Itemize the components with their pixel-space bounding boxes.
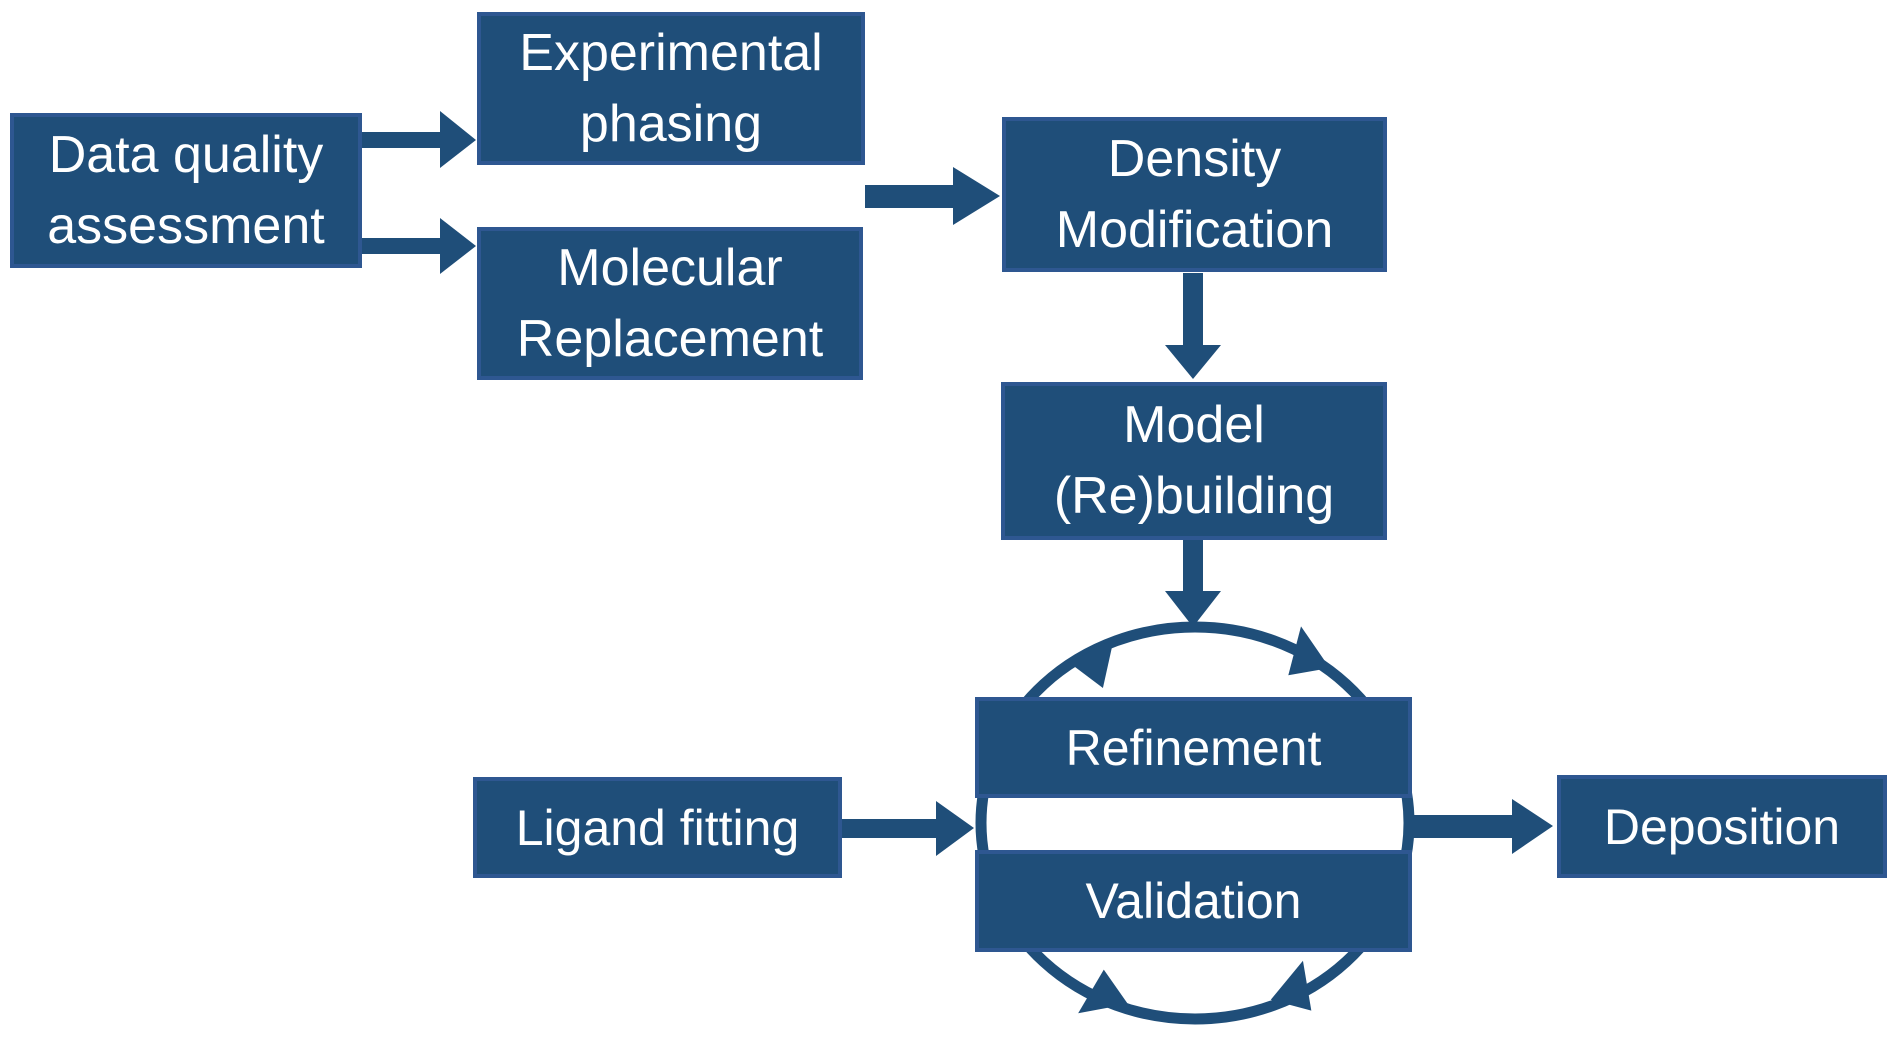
- box-label-line: assessment: [47, 196, 325, 255]
- arrow-phasing-to-density-modification: [865, 167, 1000, 225]
- box-refinement: Refinement: [975, 697, 1412, 798]
- box-label-line: Refinement: [1065, 719, 1322, 776]
- cycle-ellipse: [975, 621, 1415, 1025]
- box-label-line: Molecular: [557, 238, 783, 297]
- box-ligand-fitting: Ligand fitting: [473, 777, 842, 878]
- cycle-arrowhead-top-left-icon: [1069, 638, 1114, 689]
- arrow-data-quality-to-experimental-phasing: [362, 111, 476, 168]
- arrow-data-quality-to-molecular-replacement: [362, 218, 476, 274]
- box-label-line: (Re)building: [1053, 467, 1335, 525]
- arrow-density-to-model-rebuilding: [1165, 273, 1221, 379]
- box-label-line: phasing: [579, 94, 763, 153]
- cycle-arrowhead-top-right-icon: [1288, 626, 1330, 676]
- box-data-quality-assessment: Data quality assessment: [10, 113, 362, 268]
- arrow-model-to-refinement-cycle: [1165, 540, 1221, 627]
- cycle-arrowhead-bottom-left-icon: [1078, 969, 1128, 1014]
- box-label-line: Data quality: [48, 125, 324, 184]
- box-label-line: Modification: [1055, 200, 1334, 259]
- box-label-line: Density: [1107, 129, 1282, 188]
- arrow-cycle-to-deposition: [1412, 799, 1553, 854]
- box-label-line: Replacement: [516, 309, 824, 368]
- box-deposition: Deposition: [1557, 775, 1887, 878]
- arrow-ligand-to-cycle: [842, 801, 974, 856]
- box-label-line: Experimental: [519, 23, 823, 82]
- box-validation: Validation: [975, 850, 1412, 952]
- box-label-line: Validation: [1085, 873, 1302, 929]
- box-model-rebuilding: Model (Re)building: [1001, 382, 1387, 540]
- box-density-modification: Density Modification: [1002, 117, 1387, 272]
- cycle-arrowhead-bottom-right-icon: [1270, 960, 1312, 1011]
- box-label-line: Model: [1123, 396, 1265, 455]
- box-label-line: Ligand fitting: [515, 799, 800, 856]
- box-experimental-phasing: Experimental phasing: [477, 12, 865, 165]
- box-molecular-replacement: Molecular Replacement: [477, 227, 863, 380]
- box-label-line: Deposition: [1603, 798, 1841, 855]
